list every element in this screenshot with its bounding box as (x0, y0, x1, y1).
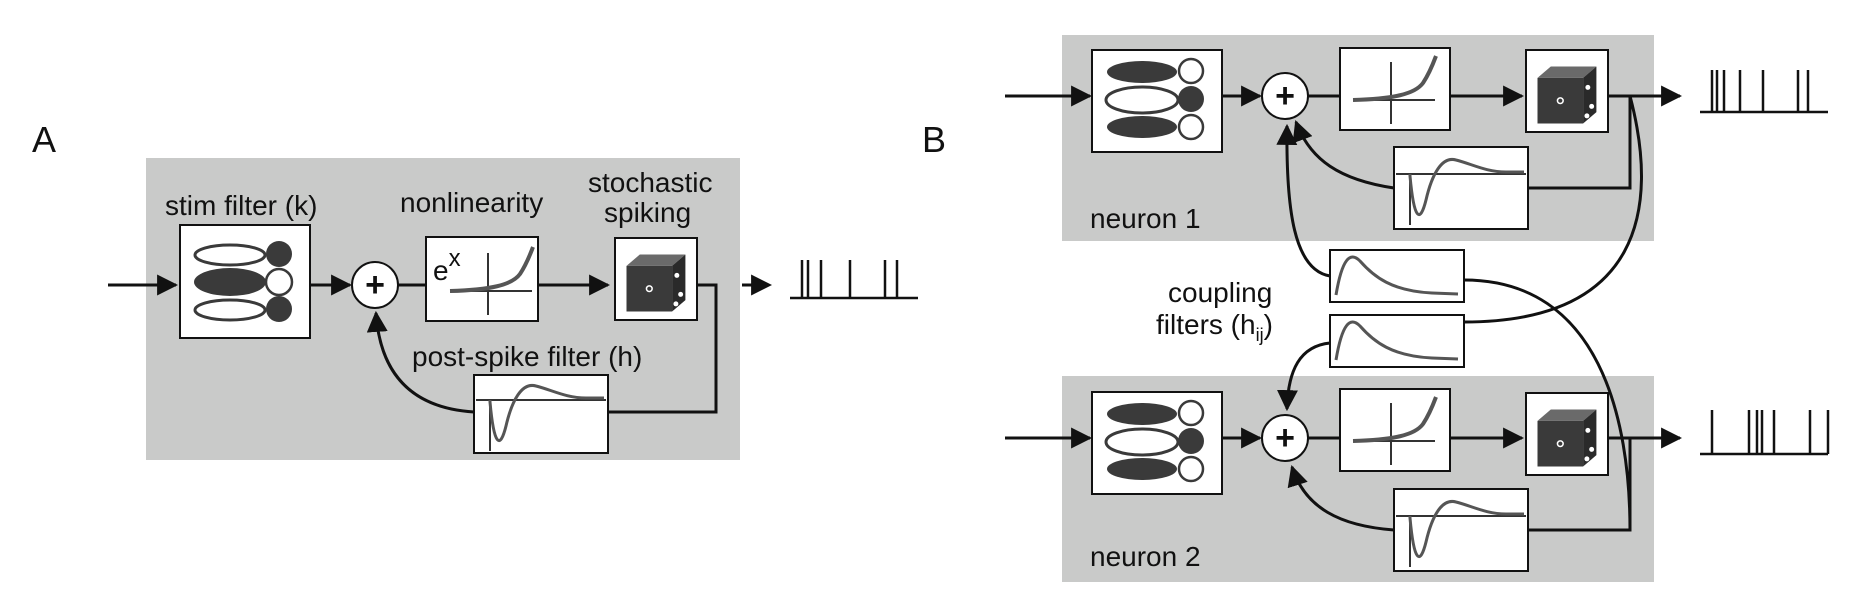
nonlinearity-box: ex (425, 236, 539, 322)
neuron-1-nonlinearity-box (1339, 47, 1451, 131)
dice-icon (1536, 408, 1598, 468)
plus-icon: + (1275, 77, 1295, 115)
neuron-1-label: neuron 1 (1090, 203, 1201, 234)
nonlinearity-label: nonlinearity (400, 187, 543, 218)
stim-filter-label: stim filter (k) (165, 190, 317, 221)
nonlinearity-formula: ex (433, 245, 461, 286)
neuron-2-post-spike-filter-box (1393, 488, 1529, 572)
neuron-2-sum-node: + (1261, 414, 1309, 462)
neuron-1-sum-node: + (1261, 72, 1309, 120)
neuron-1-stochastic-box (1525, 49, 1609, 133)
neuron-1-post-spike-filter-box (1393, 146, 1529, 230)
neuron-2-label: neuron 2 (1090, 541, 1201, 572)
neuron-1-spike-train (1700, 70, 1828, 114)
dice-icon (625, 253, 687, 313)
coupling-filter-2-to-1 (1329, 249, 1465, 303)
panel-a-letter: A (32, 119, 56, 160)
stochastic-spiking-box (614, 237, 698, 321)
panel-b-letter: B (922, 119, 946, 160)
plus-icon: + (365, 266, 385, 304)
panel-a: A stim filter (k) + nonlinearity ex (32, 119, 918, 460)
panel-b: B neuron 1 + (922, 35, 1830, 582)
coupling-label-line2: filters (hij) (1156, 309, 1273, 345)
stim-filter-dark-ellipse (194, 268, 266, 296)
stim-filter-light-ellipse (193, 298, 267, 322)
plus-icon: + (1275, 419, 1295, 457)
neuron-2-stochastic-box (1525, 392, 1609, 476)
spike-train-output (790, 260, 918, 300)
coupling-label-line1: coupling (1168, 277, 1272, 308)
post-spike-filter-box (473, 374, 609, 454)
post-spike-label: post-spike filter (h) (412, 341, 642, 372)
sum-node: + (351, 261, 399, 309)
stim-filter-box (179, 224, 311, 339)
neuron-1-stim-filter-box (1091, 49, 1223, 153)
stim-filter-light-ellipse (193, 243, 267, 267)
dice-icon (1536, 65, 1598, 125)
neuron-2-nonlinearity-box (1339, 388, 1451, 472)
neuron-2-spike-train (1700, 410, 1830, 456)
stochastic-label-line1: stochastic (588, 167, 713, 198)
coupling-filter-1-to-2 (1329, 314, 1465, 368)
neuron-2-stim-filter-box (1091, 391, 1223, 495)
stochastic-label-line2: spiking (604, 197, 691, 228)
